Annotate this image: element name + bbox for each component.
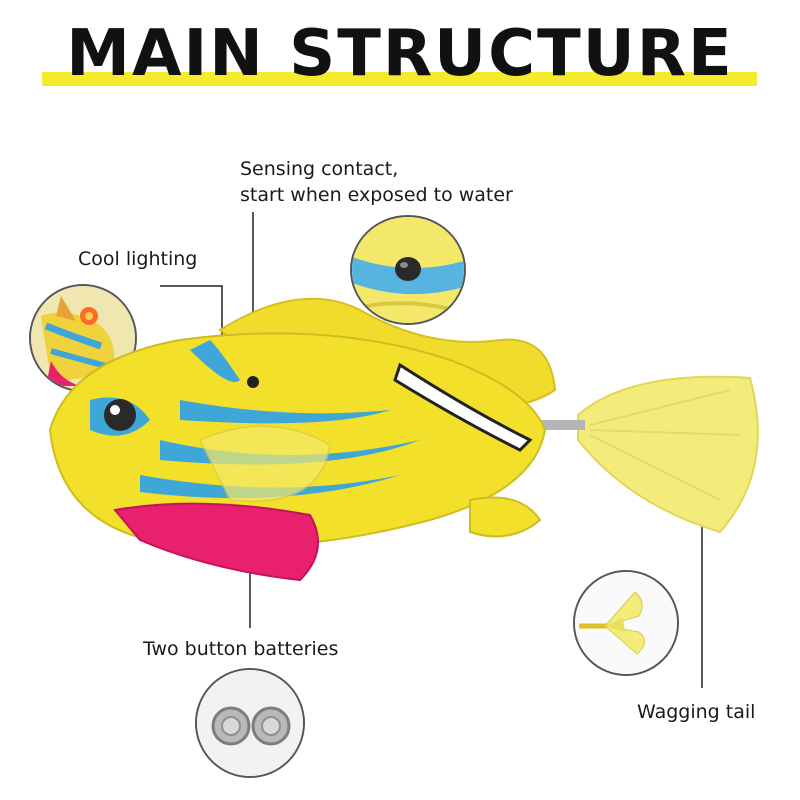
tail-fin [577, 375, 759, 534]
sensing-label-line2: start when exposed to water [240, 184, 513, 206]
wagging-tail-label: Wagging tail [637, 701, 756, 723]
fish-eye [104, 399, 136, 431]
sensing-contact [247, 376, 259, 388]
batteries-label: Two button batteries [143, 638, 339, 660]
robot-fish-image [48, 297, 759, 582]
title-block: MAIN STRUCTURE [0, 0, 800, 130]
wagging-tail-detail-image [573, 570, 679, 676]
pink-fin [113, 502, 319, 582]
sensing-contact-detail-image [350, 215, 466, 325]
batteries-detail-image [195, 668, 305, 778]
cool-lighting-label: Cool lighting [78, 248, 198, 270]
lower-fin [469, 496, 542, 538]
sensing-label-line1: Sensing contact, [240, 158, 399, 180]
sensing-label: Sensing contact, start when exposed to w… [240, 156, 513, 208]
page-title: MAIN STRUCTURE [66, 17, 734, 91]
title-underline-bar [42, 72, 757, 86]
